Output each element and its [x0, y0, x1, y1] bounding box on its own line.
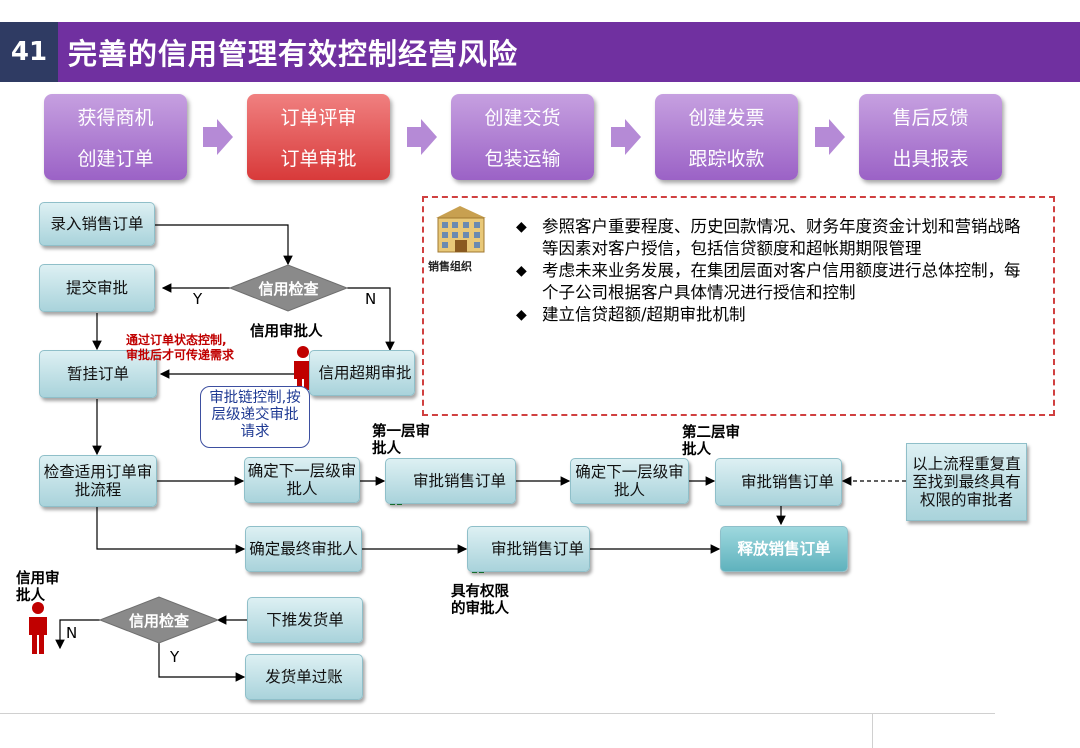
credit-approver-label: 信用审批人	[250, 324, 323, 340]
next-approver-box-2: 确定下一层级审批人	[570, 458, 689, 504]
release-order-box: 释放销售订单	[720, 526, 848, 572]
process-step-5: 售后反馈 出具报表	[859, 94, 1002, 180]
approve-order-box-2: 审批销售订单	[715, 458, 842, 506]
layer1-approver-label: 第一层审批人	[372, 424, 430, 457]
process-step-3-line2: 包装运输	[484, 148, 561, 170]
credit-overrun-approval-box: 信用超期审批	[309, 350, 415, 396]
process-step-2-line1: 订单评审	[280, 107, 357, 129]
enter-order-box: 录入销售订单	[39, 202, 155, 246]
next-approver-box-1: 确定下一层级审批人	[244, 457, 360, 503]
process-step-3: 创建交货 包装运输	[451, 94, 594, 180]
approve-order-box-3: 审批销售订单	[467, 526, 590, 572]
org-label: 销售组织	[428, 260, 472, 273]
push-delivery-box: 下推发货单	[247, 597, 363, 643]
approval-chain-note: 审批链控制,按层级递交审批请求	[200, 386, 310, 448]
credit-policy-box: 销售组织 参照客户重要程度、历史回款情况、财务年度资金计划和营销战略等因素对客户…	[422, 196, 1055, 416]
no-label: N	[365, 290, 377, 308]
credit-check-label: 信用检查	[258, 279, 319, 298]
credit-check-diamond-2	[98, 596, 220, 644]
process-step-3-line1: 创建交货	[484, 107, 561, 129]
status-note-line1: 通过订单状态控制,	[126, 333, 227, 347]
credit-check-diamond	[228, 264, 349, 312]
process-step-5-line2: 出具报表	[892, 148, 969, 170]
post-delivery-box: 发货单过账	[245, 654, 363, 700]
hold-order-box: 暂挂订单	[39, 350, 157, 398]
person-icon	[29, 602, 47, 654]
submit-approval-box: 提交审批	[39, 264, 155, 312]
credit-approver-label-2: 信用审批人	[16, 571, 60, 604]
process-step-4-line2: 跟踪收款	[688, 148, 765, 170]
status-control-note: 通过订单状态控制, 审批后才可传递需求	[126, 333, 256, 363]
process-step-4-line1: 创建发票	[688, 107, 765, 129]
arrow-right-icon	[611, 119, 641, 155]
authorized-approver-label: 具有权限的审批人	[451, 584, 509, 617]
process-step-5-line1: 售后反馈	[892, 107, 969, 129]
process-step-2: 订单评审 订单审批	[247, 94, 390, 180]
check-approval-flow-box: 检查适用订单审批流程	[39, 455, 157, 507]
footer-tick	[872, 713, 873, 748]
policy-bullets: 参照客户重要程度、历史回款情况、财务年度资金计划和营销战略等因素对客户授信，包括…	[516, 216, 1036, 326]
arrow-right-icon	[815, 119, 845, 155]
arrow-right-icon	[203, 119, 233, 155]
process-step-2-line2: 订单审批	[280, 148, 357, 170]
repeat-flow-note: 以上流程重复直至找到最终具有权限的审批者	[906, 443, 1027, 521]
process-step-4: 创建发票 跟踪收款	[655, 94, 798, 180]
slide-number: 41	[0, 22, 58, 82]
process-step-1-line2: 创建订单	[77, 148, 154, 170]
person-icon	[294, 346, 312, 390]
approve-order-box-1: 审批销售订单	[385, 458, 516, 504]
status-note-line2: 审批后才可传递需求	[126, 348, 235, 362]
policy-bullet-3: 建立信贷超额/超期审批机制	[516, 304, 1036, 326]
policy-bullet-1: 参照客户重要程度、历史回款情况、财务年度资金计划和营销战略等因素对客户授信，包括…	[516, 216, 1036, 260]
slide-title: 完善的信用管理有效控制经营风险	[68, 37, 519, 71]
yes-label: Y	[193, 290, 203, 308]
policy-bullet-2: 考虑未来业务发展，在集团层面对客户信用额度进行总体控制，每个子公司根据客户具体情…	[516, 260, 1036, 304]
no-label-2: N	[66, 624, 78, 642]
title-bar	[0, 22, 1080, 82]
process-step-1-line1: 获得商机	[77, 107, 154, 129]
footer-divider	[0, 713, 995, 714]
yes-label-2: Y	[170, 648, 180, 666]
final-approver-box: 确定最终审批人	[245, 526, 362, 572]
credit-check-label-2: 信用检查	[128, 611, 189, 630]
process-step-1: 获得商机 创建订单	[44, 94, 187, 180]
arrow-right-icon	[407, 119, 437, 155]
building-icon	[436, 206, 486, 253]
layer2-approver-label: 第二层审批人	[682, 425, 740, 458]
